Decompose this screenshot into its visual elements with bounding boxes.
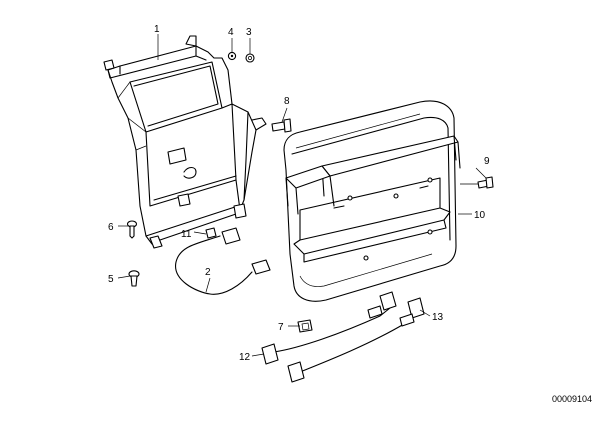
callout-6: 6 [108, 222, 114, 233]
callout-7: 7 [278, 322, 284, 333]
bolt-top [271, 118, 292, 133]
callout-13: 13 [432, 312, 444, 323]
connecting-cable-12 [261, 291, 397, 365]
callout-5: 5 [108, 274, 114, 285]
screw [126, 220, 138, 239]
callout-1: 1 [154, 24, 160, 35]
clip [128, 270, 140, 287]
callout-labels: 1 4 3 8 9 10 6 11 2 5 7 13 12 [108, 24, 490, 363]
mounting-bracket [103, 35, 267, 249]
callout-11: 11 [181, 229, 192, 240]
callout-12: 12 [239, 352, 251, 363]
sensor-cable [175, 227, 271, 295]
callout-3: 3 [246, 27, 252, 38]
washer [227, 51, 237, 61]
connecting-cable-13 [287, 297, 425, 383]
callout-10: 10 [474, 210, 486, 221]
storage-case [283, 100, 461, 302]
leader-lines [117, 34, 487, 357]
callout-4: 4 [228, 27, 234, 38]
grommet [297, 319, 313, 333]
callout-8: 8 [284, 96, 290, 107]
document-number: 00009104 [552, 394, 592, 404]
callout-2: 2 [205, 267, 211, 278]
nut [245, 53, 255, 63]
callout-9: 9 [484, 156, 490, 167]
bolt-right [460, 176, 494, 189]
